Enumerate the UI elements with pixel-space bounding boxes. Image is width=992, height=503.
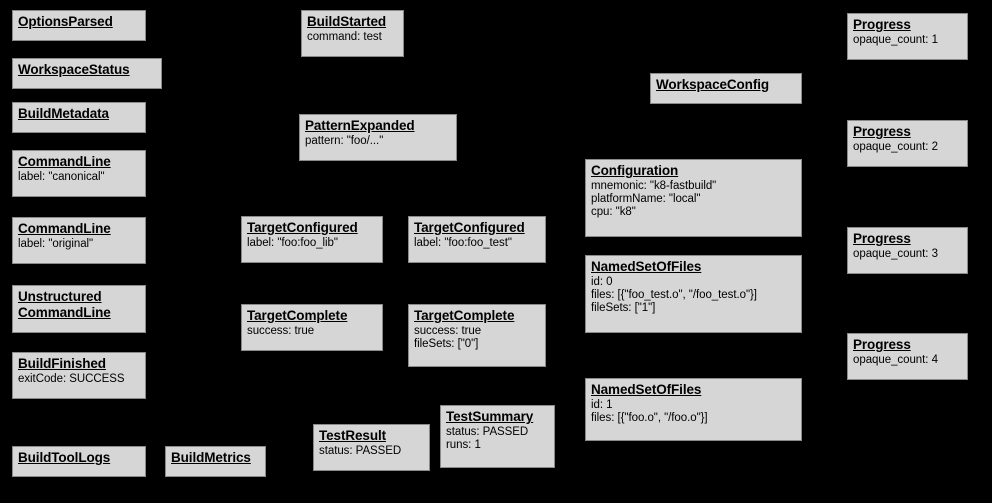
event-node-field: label: "foo:foo_lib" (247, 236, 338, 249)
event-node-title: TargetConfigured (414, 220, 525, 235)
event-node-title: Progress (853, 337, 911, 352)
event-node-title: WorkspaceConfig (656, 77, 770, 92)
event-node-title: PatternExpanded (305, 118, 415, 133)
event-node-title: TestSummary (446, 409, 534, 424)
event-node-fields: label: "canonical" (18, 171, 140, 184)
event-node-field: exitCode: SUCCESS (18, 372, 125, 385)
event-node-workspace-status[interactable]: WorkspaceStatus (12, 58, 162, 89)
event-node-fields: mnemonic: "k8-fastbuild"platformName: "l… (591, 180, 796, 220)
event-node-build-metadata[interactable]: BuildMetadata (12, 102, 146, 133)
event-node-unstructured-command-line[interactable]: Unstructured CommandLine (12, 285, 146, 333)
event-node-fields: opaque_count: 4 (853, 354, 962, 367)
event-node-title: TargetComplete (247, 308, 348, 323)
event-node-fields: label: "foo:foo_test" (414, 237, 540, 250)
event-node-workspace-config[interactable]: WorkspaceConfig (650, 73, 802, 104)
event-node-fields: opaque_count: 3 (853, 248, 962, 261)
event-node-field: success: true (414, 324, 482, 337)
event-node-field: mnemonic: "k8-fastbuild" (591, 179, 717, 192)
event-node-title: OptionsParsed (18, 14, 113, 29)
event-node-fields: status: PASSED (319, 445, 424, 458)
event-node-field: success: true (247, 324, 315, 337)
event-node-title: WorkspaceStatus (18, 62, 130, 77)
event-node-fields: opaque_count: 2 (853, 141, 962, 154)
event-node-fields: command: test (307, 31, 398, 44)
event-node-field: files: [{"foo_test.o", "/foo_test.o"}] (591, 288, 757, 301)
event-node-title: TargetConfigured (247, 220, 358, 235)
event-node-field: platformName: "local" (591, 192, 701, 205)
event-node-title: CommandLine (18, 221, 111, 236)
event-node-field: files: [{"foo.o", "/foo.o"}] (591, 411, 708, 424)
event-node-field: label: "canonical" (18, 170, 105, 183)
event-node-fields: label: "original" (18, 238, 140, 251)
event-node-title: NamedSetOfFiles (591, 382, 702, 397)
event-node-title: Unstructured CommandLine (18, 289, 111, 320)
event-node-title: Progress (853, 231, 911, 246)
event-node-field: label: "foo:foo_test" (414, 236, 512, 249)
event-node-build-tool-logs[interactable]: BuildToolLogs (12, 446, 146, 477)
event-node-fields: pattern: "foo/..." (305, 135, 451, 148)
event-node-build-metrics[interactable]: BuildMetrics (165, 446, 266, 477)
event-node-field: opaque_count: 4 (853, 353, 938, 366)
event-node-title: NamedSetOfFiles (591, 259, 702, 274)
event-node-field: status: PASSED (446, 425, 529, 438)
event-node-title: BuildMetrics (171, 450, 251, 465)
event-node-title: Progress (853, 124, 911, 139)
event-node-title: TargetComplete (414, 308, 515, 323)
event-node-field: fileSets: ["1"] (591, 302, 656, 315)
event-node-field: pattern: "foo/..." (305, 134, 384, 147)
event-node-options-parsed[interactable]: OptionsParsed (12, 10, 146, 41)
event-node-fields: opaque_count: 1 (853, 34, 962, 47)
event-node-title: Progress (853, 17, 911, 32)
event-node-field: fileSets: ["0"] (414, 337, 479, 350)
event-node-field: runs: 1 (446, 438, 481, 451)
event-node-field: opaque_count: 2 (853, 140, 938, 153)
event-node-title: CommandLine (18, 154, 111, 169)
event-node-title: BuildStarted (307, 14, 387, 29)
event-node-field: opaque_count: 3 (853, 247, 938, 260)
event-node-title: Configuration (591, 163, 679, 178)
event-node-title: BuildToolLogs (18, 450, 111, 465)
event-node-field: cpu: "k8" (591, 206, 636, 219)
event-node-fields: exitCode: SUCCESS (18, 373, 140, 386)
event-node-field: command: test (307, 30, 382, 43)
event-node-field: label: "original" (18, 237, 94, 250)
event-node-field: id: 1 (591, 398, 613, 411)
event-node-title: TestResult (319, 428, 387, 443)
event-node-title: BuildMetadata (18, 106, 109, 121)
event-node-fields: success: true (247, 325, 377, 338)
event-node-field: status: PASSED (319, 444, 402, 457)
event-node-field: id: 0 (591, 275, 613, 288)
event-node-fields: label: "foo:foo_lib" (247, 237, 377, 250)
event-node-field: opaque_count: 1 (853, 33, 938, 46)
event-node-title: BuildFinished (18, 356, 106, 371)
